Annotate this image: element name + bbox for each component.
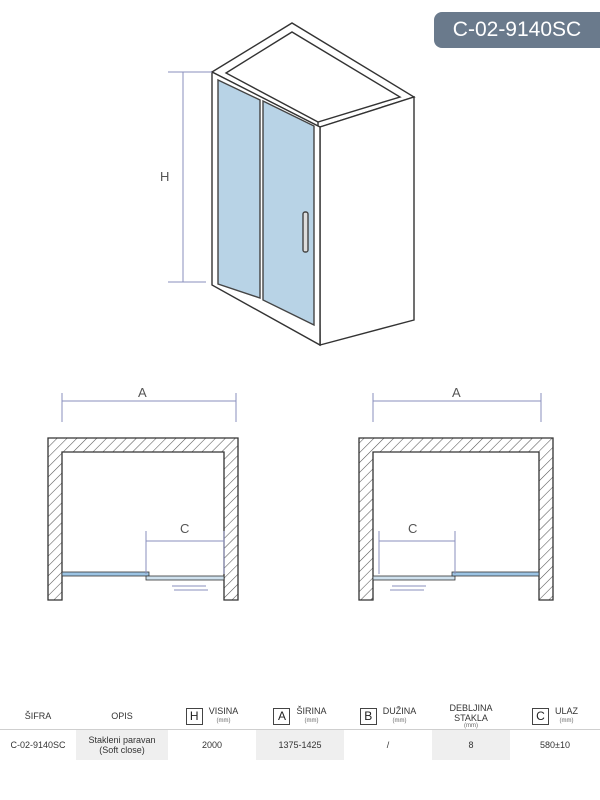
value-ulaz: 580±10 [510,729,600,760]
height-label: H [160,169,169,184]
width-label-right: A [452,385,461,400]
width-label-left: A [138,385,147,400]
spec-value-row: C-02-9140SC Stakleni paravan(Soft close)… [0,729,600,760]
enclosure-3d-view [210,22,416,347]
header-ulaz: C ULAZ(mm) [510,703,600,730]
header-opis: OPIS [111,711,133,721]
value-debljina: 8 [432,729,510,760]
plan-view-right [358,393,554,601]
value-sifra: C-02-9140SC [0,729,76,760]
opening-label-right: C [408,521,417,536]
height-dimension [168,71,212,283]
product-code-badge: C-02-9140SC [434,12,600,48]
technical-drawing: H A C [47,22,554,601]
height-letter-box: H [185,707,203,725]
header-sirina: A ŠIRINA(mm) [256,703,344,730]
spec-header-row: ŠIFRA OPIS H VISINA(mm) A ŠIRINA(mm) B D… [0,703,600,730]
value-visina: 2000 [168,729,256,760]
header-visina: H VISINA(mm) [168,703,256,730]
opening-label-left: C [180,521,189,536]
header-sifra: ŠIFRA [24,711,52,721]
value-duzina: / [344,729,432,760]
header-duzina: B DUŽINA(mm) [344,703,432,730]
spec-table: ŠIFRA OPIS H VISINA(mm) A ŠIRINA(mm) B D… [0,703,600,760]
value-opis: Stakleni paravan(Soft close) [76,729,168,760]
width-letter-box: A [273,707,291,725]
header-debljina: DEBLJINA STAKLA(mm) [449,703,493,729]
entry-letter-box: C [531,707,549,725]
plan-view-left [47,393,239,601]
value-sirina: 1375-1425 [256,729,344,760]
length-letter-box: B [359,707,377,725]
